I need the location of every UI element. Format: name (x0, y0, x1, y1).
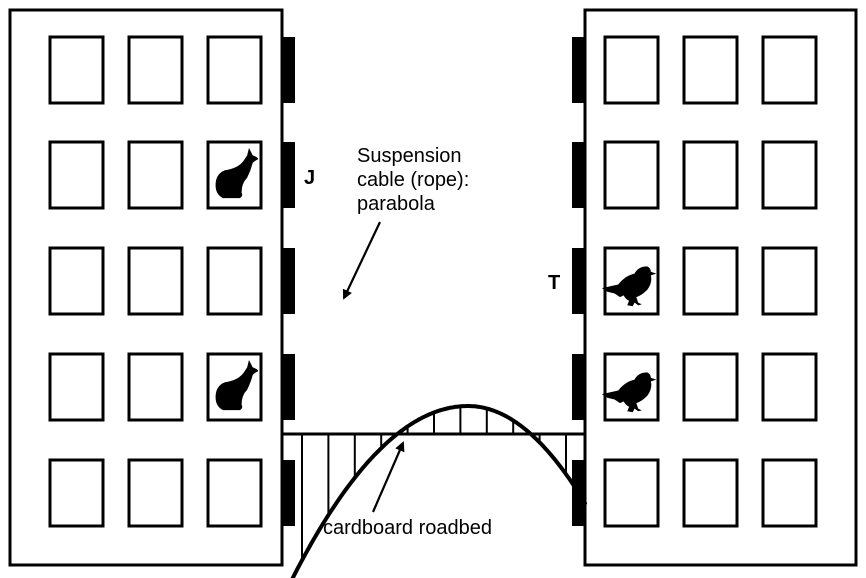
anchor-tab (572, 354, 585, 420)
window (761, 35, 818, 105)
anchor-tab (572, 248, 585, 314)
window (603, 140, 660, 210)
anchor-tab (282, 248, 295, 314)
window (48, 246, 105, 316)
window (206, 458, 263, 528)
window (127, 352, 184, 422)
anchor-label-t: T (548, 272, 560, 294)
window (603, 458, 660, 528)
anchor-tab (282, 37, 295, 103)
window (206, 35, 263, 105)
window (206, 246, 263, 316)
anchor-tab (572, 142, 585, 208)
window (682, 458, 739, 528)
window (761, 458, 818, 528)
bridge-hangers (301, 406, 567, 561)
roadbed-label: cardboard roadbed (323, 517, 492, 539)
left-building (8, 8, 295, 567)
window (761, 246, 818, 316)
roadbed-arrow (371, 441, 405, 513)
window (127, 458, 184, 528)
window (682, 35, 739, 105)
window (682, 140, 739, 210)
window (48, 458, 105, 528)
window (127, 246, 184, 316)
right-building (572, 8, 858, 567)
window (48, 352, 105, 422)
suspension-cable (290, 404, 587, 578)
window (603, 35, 660, 105)
anchor-tab (572, 37, 585, 103)
cable-label-line3: parabola (357, 193, 436, 215)
anchor-tab (282, 354, 295, 420)
window (761, 352, 818, 422)
window (682, 352, 739, 422)
cable-label-line2: cable (rope): (357, 169, 469, 191)
anchor-tab (282, 460, 295, 526)
window (48, 35, 105, 105)
window (761, 140, 818, 210)
window (127, 35, 184, 105)
window (682, 246, 739, 316)
cable-arrow (342, 221, 381, 300)
window (127, 140, 184, 210)
anchor-tab (282, 142, 295, 208)
anchor-label-j: J (304, 167, 315, 189)
cable-label-line1: Suspension (357, 145, 462, 167)
window (48, 140, 105, 210)
